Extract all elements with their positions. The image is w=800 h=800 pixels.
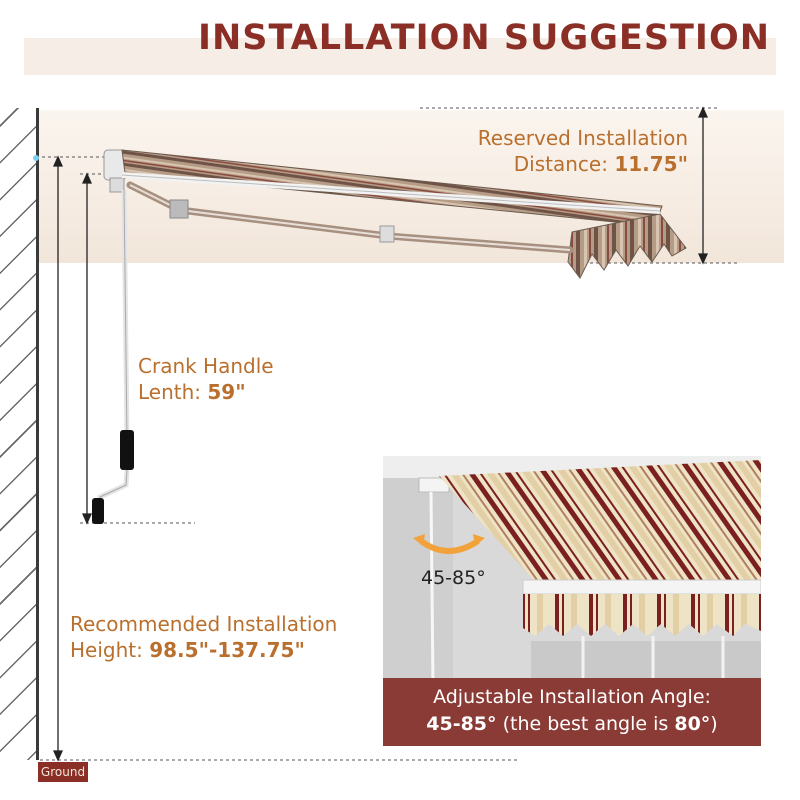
arm-joint [169, 199, 189, 219]
recommended-height-label: Recommended Installation Height: 98.5"-1… [70, 611, 337, 663]
angle-caption-best: 80° [674, 713, 711, 735]
reserved-distance-prefix: Distance: [513, 152, 615, 176]
crank-handle-row: Lenth: 59" [138, 379, 274, 405]
crank-handle-label: Crank Handle Lenth: 59" [138, 353, 274, 405]
reserved-distance-value: 11.75" [614, 152, 688, 176]
angle-range-label: 45-85° [421, 567, 486, 589]
angle-caption-band: Adjustable Installation Angle: 45-85° (t… [383, 678, 761, 746]
reserved-distance-row: Distance: 11.75" [478, 151, 688, 177]
reserved-distance-label: Reserved Installation Distance: 11.75" [478, 125, 688, 177]
angle-photo: 45-85° Adjustable Installation Angle: 45… [383, 456, 761, 746]
recommended-height-value: 98.5"-137.75" [149, 638, 305, 662]
mount-point-icon [33, 155, 39, 161]
crank-handle-illustration [92, 189, 134, 524]
title-band [24, 38, 776, 75]
crank-handle-prefix: Lenth: [138, 380, 208, 404]
recommended-height-row: Height: 98.5"-137.75" [70, 637, 337, 663]
angle-arc-icon [419, 538, 480, 554]
awning-valance [567, 213, 687, 279]
crank-handle-title: Crank Handle [138, 354, 274, 378]
recommended-height-prefix: Height: [70, 638, 150, 662]
reserved-distance-title: Reserved Installation [477, 126, 688, 150]
angle-caption-close: ) [710, 713, 718, 735]
recommended-height-title: Recommended Installation [70, 612, 338, 636]
dimension-lines [52, 106, 709, 762]
wall-hatching [0, 108, 39, 760]
angle-caption-middle: (the best angle is [496, 713, 675, 735]
wall-bracket [103, 149, 127, 193]
page-title: INSTALLATION SUGGESTION [197, 18, 770, 58]
crank-handle-value: 59" [207, 380, 246, 404]
angle-caption-range: 45-85° [426, 713, 497, 735]
ground-label: Ground [38, 762, 88, 782]
angle-caption-title: Adjustable Installation Angle: [433, 686, 711, 708]
angle-caption-detail: 45-85° (the best angle is 80°) [383, 711, 761, 737]
